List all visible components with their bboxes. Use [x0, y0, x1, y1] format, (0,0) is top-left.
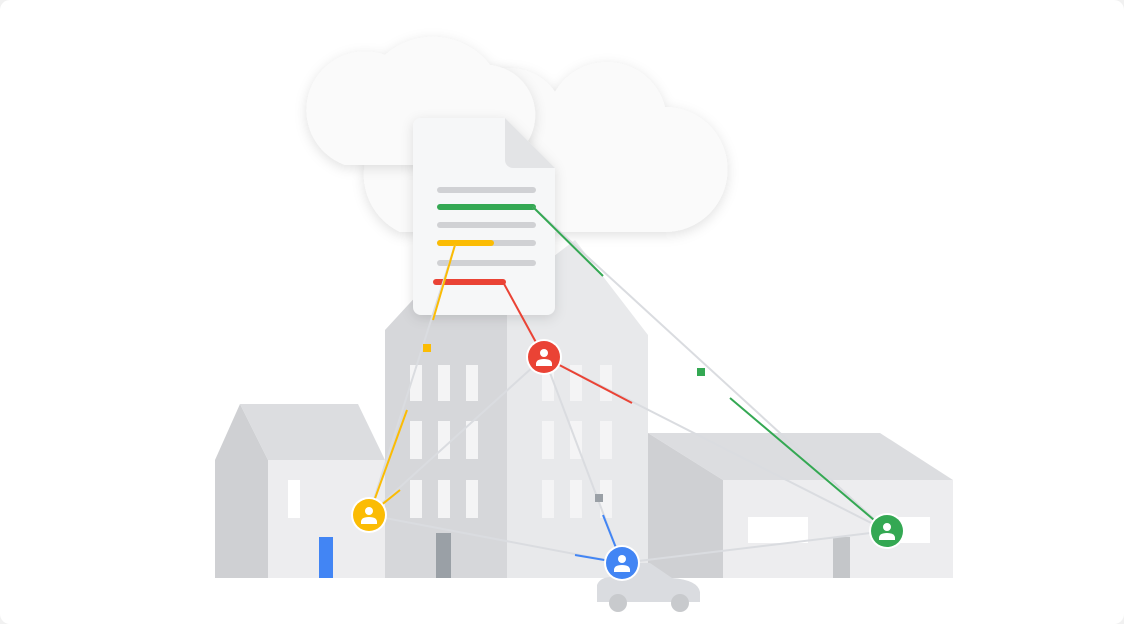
- right-house: [648, 433, 953, 578]
- person-icon: [614, 555, 630, 572]
- person-icon: [879, 523, 895, 540]
- user-yellow-node: [351, 497, 387, 533]
- door: [833, 537, 850, 578]
- connections: [368, 206, 888, 564]
- document-lines: [433, 187, 536, 285]
- data-packet: [595, 494, 603, 502]
- door: [436, 533, 451, 578]
- door: [319, 537, 333, 578]
- person-icon: [536, 349, 552, 366]
- tall-building: [385, 240, 648, 578]
- left-house: [215, 404, 385, 578]
- person-icon: [361, 507, 377, 524]
- data-packet: [697, 368, 705, 376]
- user-red-node: [526, 339, 562, 375]
- document: [413, 118, 555, 315]
- windows: [410, 365, 612, 518]
- user-green-node: [869, 513, 905, 549]
- data-packet: [423, 344, 431, 352]
- user-blue-node: [604, 545, 640, 581]
